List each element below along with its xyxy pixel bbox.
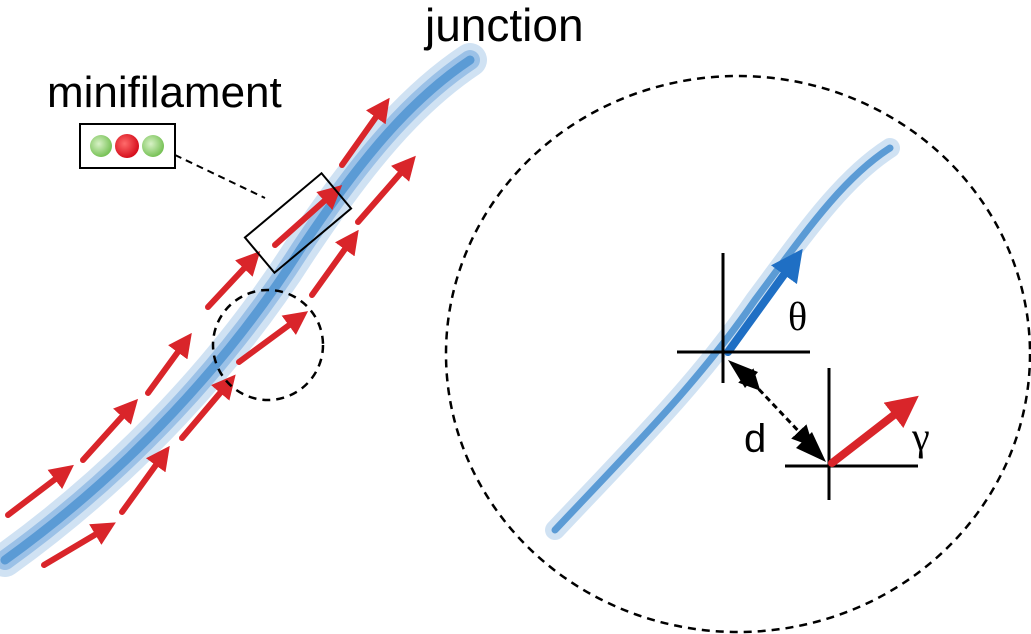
bead-triplet-icon bbox=[90, 134, 164, 158]
junction-fiber bbox=[0, 43, 487, 577]
distance-arrow bbox=[738, 368, 814, 447]
distance-label: d bbox=[744, 417, 766, 461]
zoom-region-circle bbox=[211, 288, 325, 402]
distance-arrowhead-end bbox=[796, 432, 826, 462]
minifilament-arrow bbox=[145, 332, 192, 396]
minifilament-highlight-box bbox=[243, 171, 353, 275]
minifilament-reference-axes bbox=[785, 368, 918, 500]
head-bead-left bbox=[90, 135, 112, 157]
junction-reference-axes bbox=[677, 253, 810, 383]
zoomed-view-circle bbox=[444, 74, 1031, 634]
minifilament-arrow bbox=[80, 398, 139, 463]
minifilament-arrow bbox=[355, 155, 416, 225]
minifilament-arrow bbox=[309, 229, 359, 298]
minifilament-arrow bbox=[205, 251, 261, 310]
minifilament-arrow bbox=[339, 97, 390, 168]
junction-label: junction bbox=[423, 0, 584, 51]
center-bead bbox=[115, 134, 139, 158]
gamma-label: γ bbox=[911, 414, 930, 459]
head-bead-right bbox=[142, 135, 164, 157]
minifilament-arrow bbox=[5, 464, 74, 518]
minifilament-arrow bbox=[119, 445, 170, 515]
zoomed-junction-fiber bbox=[545, 138, 900, 540]
distance-arrowhead-start bbox=[728, 360, 758, 388]
minifilament-inset bbox=[79, 123, 176, 169]
minifilament-arrows bbox=[5, 97, 416, 568]
minifilament-orientation-arrow bbox=[828, 395, 919, 467]
minifilament-arrow bbox=[179, 374, 236, 441]
minifilament-label: minifilament bbox=[47, 68, 282, 117]
leader-line bbox=[174, 154, 266, 199]
theta-label: θ bbox=[788, 294, 807, 339]
junction-direction-arrow bbox=[724, 248, 803, 356]
minifilament-arrow bbox=[41, 522, 116, 568]
minifilament-arrow bbox=[272, 185, 343, 248]
minifilament-arrow bbox=[236, 311, 309, 365]
